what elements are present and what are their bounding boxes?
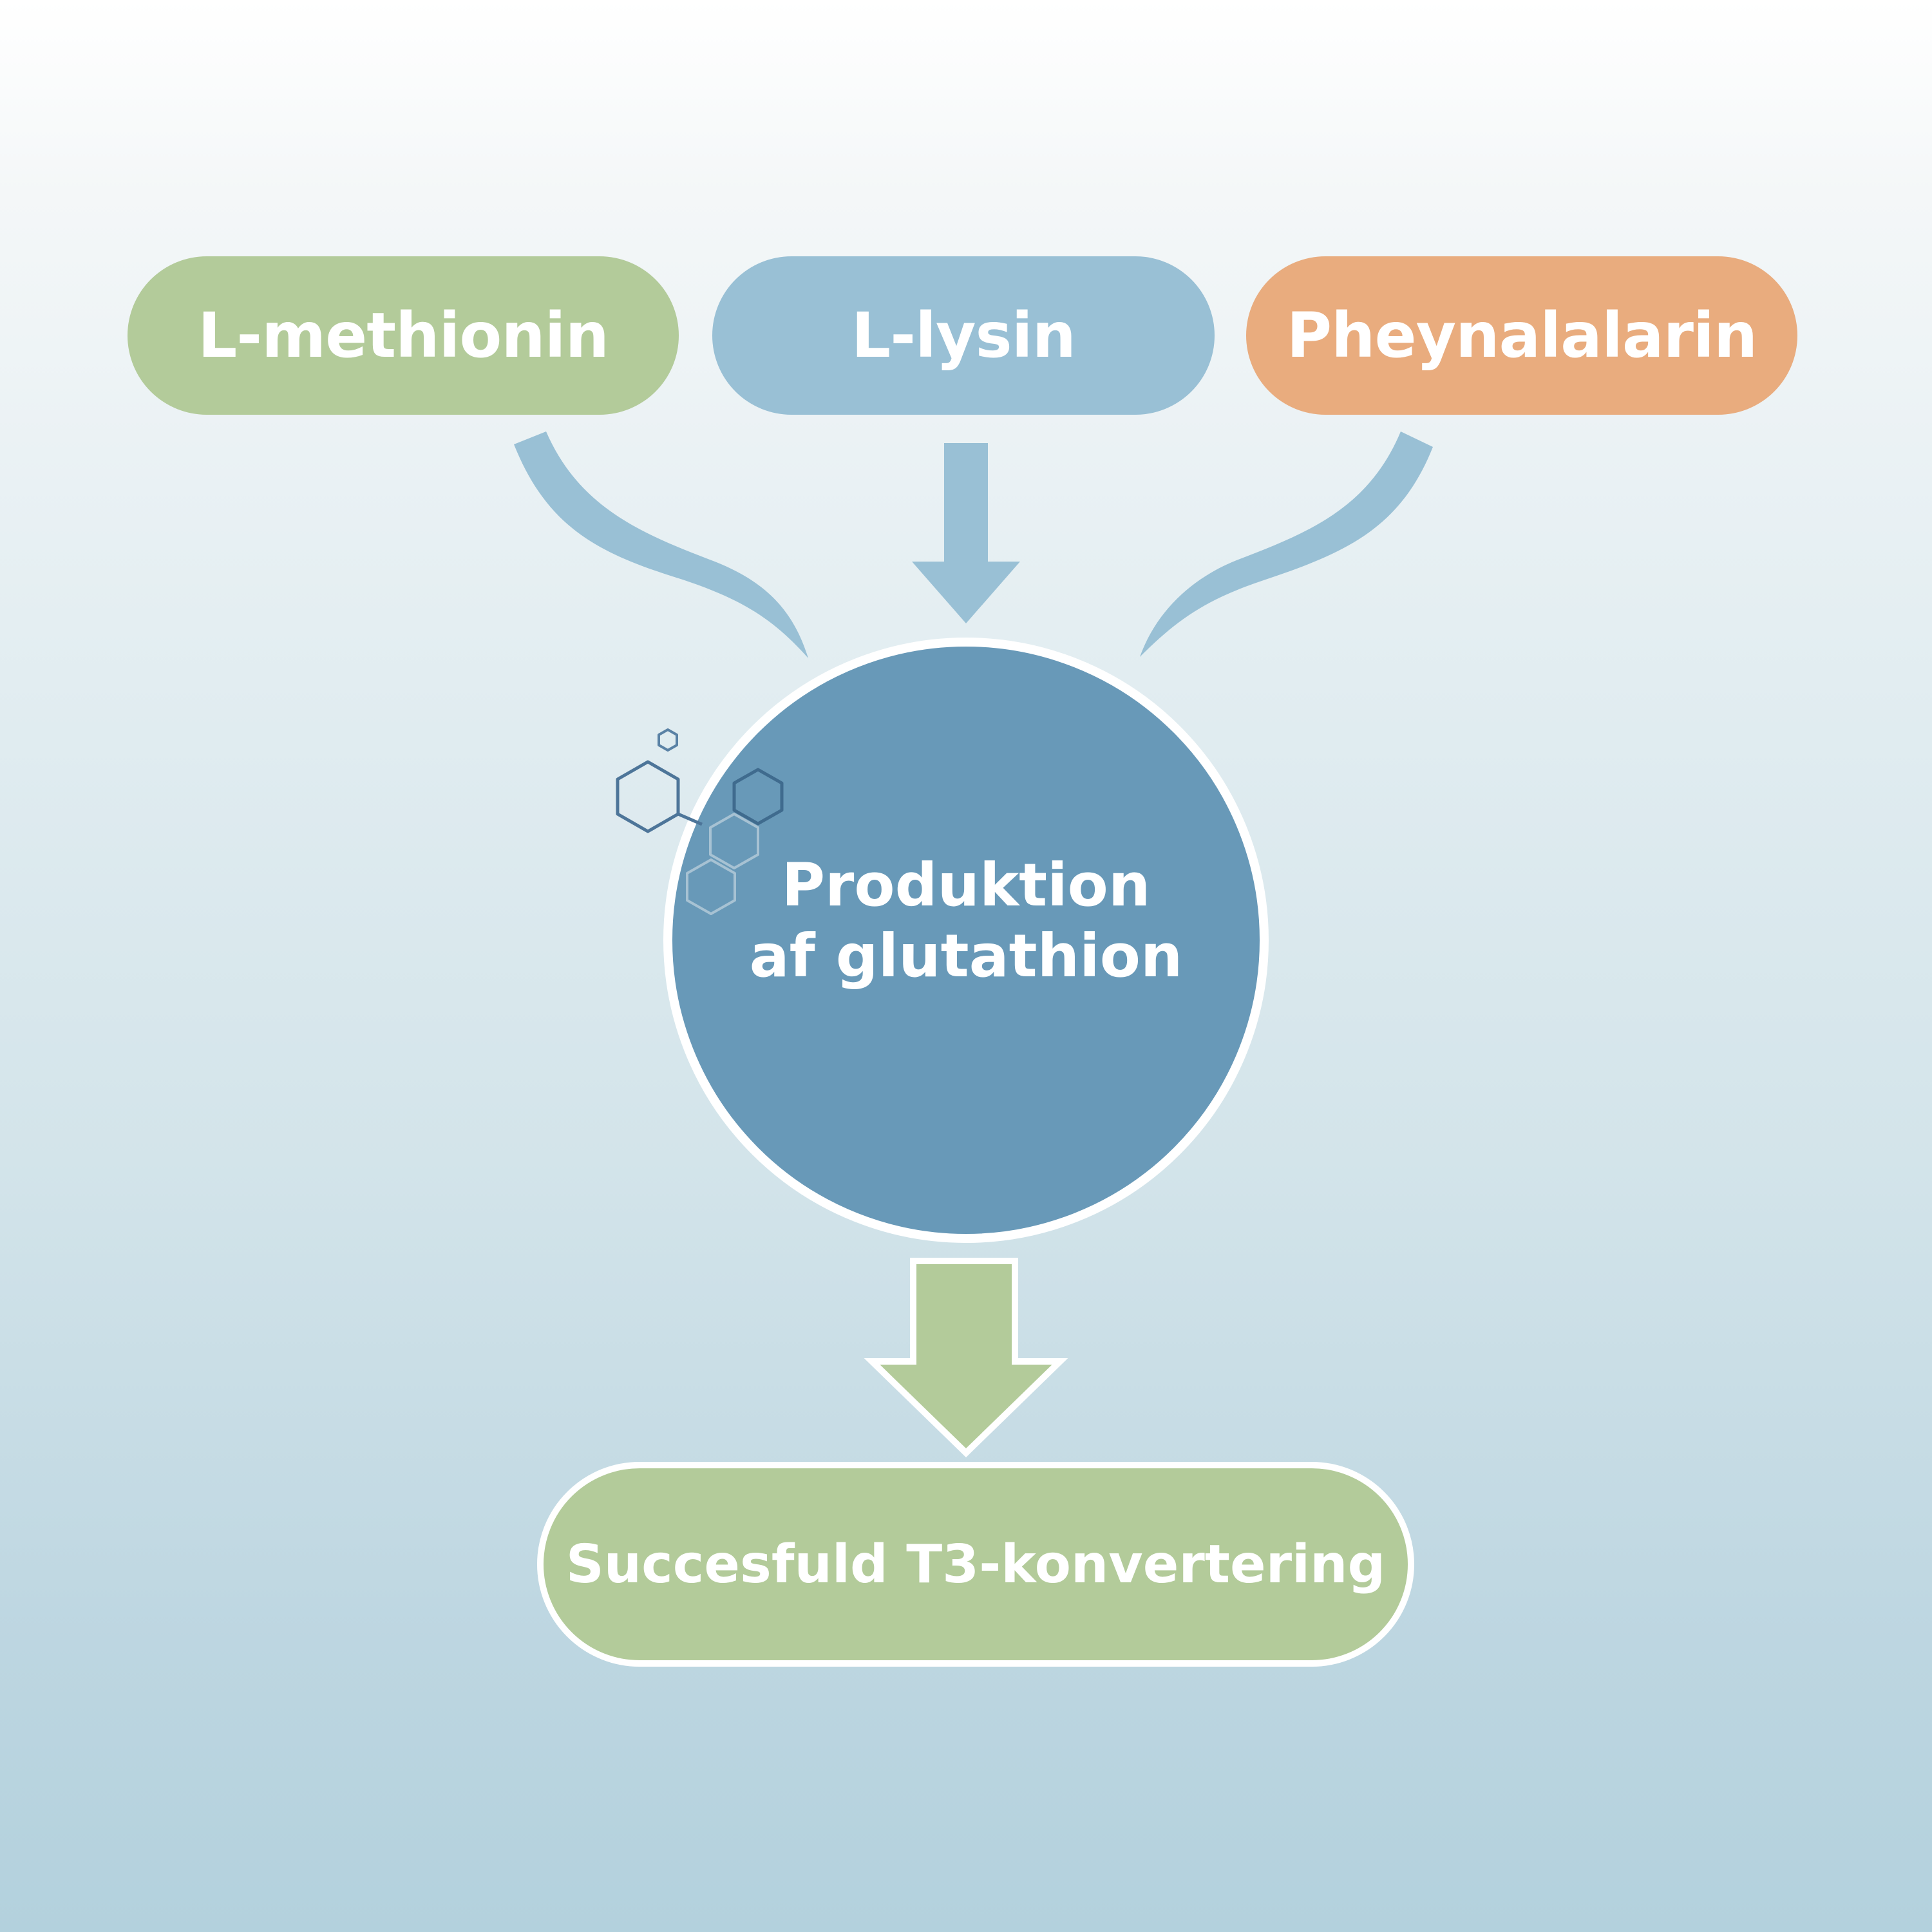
input-label-l-methionin: L-methionin xyxy=(198,299,609,372)
arrow-output-down xyxy=(864,1258,1068,1457)
arrow-center-down xyxy=(912,443,1020,623)
input-pill-l-methionin: L-methionin xyxy=(128,256,679,415)
process-label-line2: af glutathion xyxy=(749,922,1183,990)
process-label-line1: Produktion xyxy=(781,851,1151,920)
input-pill-pheynalalarin: Pheynalalarin xyxy=(1246,256,1797,415)
input-label-l-lysin: L-lysin xyxy=(851,299,1076,372)
input-pill-l-lysin: L-lysin xyxy=(712,256,1215,415)
process-circle: Produktion af glutathion xyxy=(663,638,1269,1243)
output-label: Succesfuld T3-konvertering xyxy=(565,1533,1386,1595)
input-label-pheynalalarin: Pheynalalarin xyxy=(1286,299,1757,372)
output-pill: Succesfuld T3-konvertering xyxy=(537,1462,1414,1667)
arrow-right-curve xyxy=(1140,431,1433,657)
arrow-left-curve xyxy=(514,431,808,658)
